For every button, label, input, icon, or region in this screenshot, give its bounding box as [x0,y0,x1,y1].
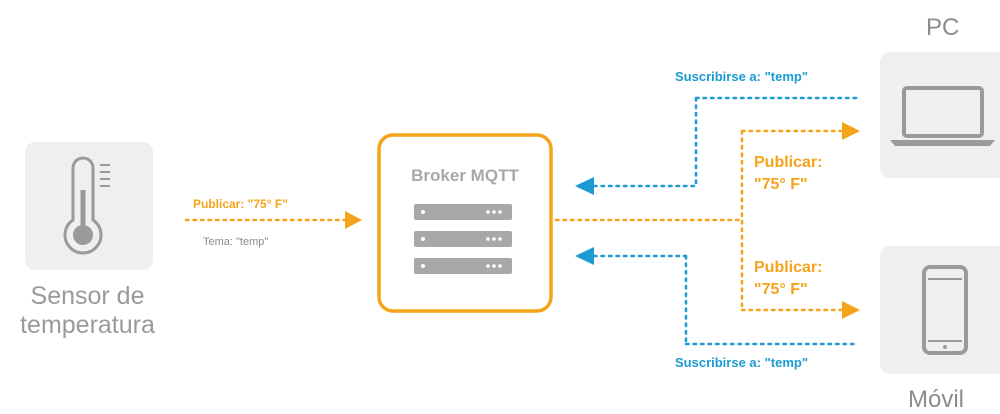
publish-label-mobile-line1: Publicar: [754,259,823,276]
publish-label-mobile: Publicar: "75° F" [754,257,822,301]
pc-node [880,52,1000,178]
publish-label-left: Publicar: "75° F" [193,197,288,211]
publish-arrows-right [554,129,844,312]
mobile-caption: Móvil [908,386,965,413]
subscribe-arrowhead-bottom [575,247,594,265]
publish-label-pc-line1: Publicar: [754,154,823,171]
publish-arrowhead-mobile [842,301,860,319]
pc-caption: PC [926,14,960,41]
subscribe-arrowhead-top [575,177,594,195]
publish-arrowhead-pc [842,122,860,140]
publish-label-pc: Publicar: "75° F" [754,152,822,196]
subscribe-label-mobile: Suscribirse a: "temp" [675,355,808,370]
broker-title: Broker MQTT [411,166,519,185]
sensor-caption-line2: temperatura [20,311,155,339]
sensor-box [25,142,153,270]
smartphone-icon [922,265,968,355]
pc-box [880,52,1000,178]
publish-label-mobile-line2: "75° F" [754,281,808,298]
broker-node [377,133,553,313]
subscribe-label-pc: Suscribirse a: "temp" [675,69,808,84]
publish-arrow-left [184,211,362,229]
sensor-caption: Sensor de temperatura [10,282,165,340]
mobile-node [880,246,1000,374]
topic-label-left: Tema: "temp" [203,236,269,248]
server-icon [414,204,512,274]
laptop-icon [890,86,995,146]
broker-box [377,133,553,313]
thermometer-icon [63,156,110,255]
mobile-box [880,246,1000,374]
publish-label-pc-line2: "75° F" [754,176,808,193]
subscribe-arrows [592,96,860,346]
sensor-node [25,142,153,270]
sensor-caption-line1: Sensor de [30,282,145,310]
